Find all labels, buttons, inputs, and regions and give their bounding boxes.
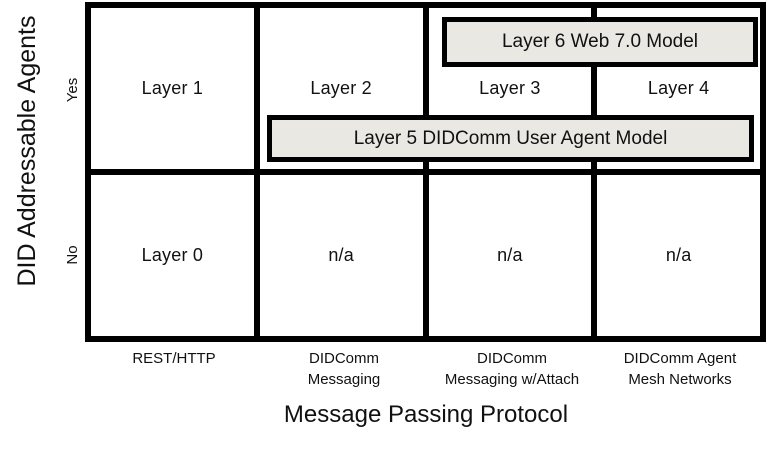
y-axis-title: DID Addressable Agents <box>13 15 41 287</box>
column-label-didcomm-messaging-attach: DIDComm Messaging w/Attach <box>422 348 602 390</box>
cell-na-mesh: n/a <box>597 175 760 336</box>
row-label-no: No <box>64 245 81 265</box>
row-label-yes: Yes <box>64 77 81 103</box>
cell-layer-1: Layer 1 <box>91 8 254 169</box>
column-label-line2: Mesh Networks <box>628 371 732 388</box>
cell-na-messaging: n/a <box>259 175 423 336</box>
column-label-line1: DIDComm <box>477 350 547 367</box>
cell-layer-0: Layer 0 <box>91 175 254 336</box>
overlay-banner-layer5-didcomm-user-agent-model: Layer 5 DIDComm User Agent Model <box>267 115 754 162</box>
x-axis-title: Message Passing Protocol <box>283 401 569 428</box>
column-label-line2: Messaging <box>307 371 381 388</box>
cell-na-attach: n/a <box>428 175 592 336</box>
column-label-line1: REST/HTTP <box>132 350 216 367</box>
column-label-didcomm-messaging: DIDComm Messaging <box>254 348 434 390</box>
column-label-line1: DIDComm <box>309 350 379 367</box>
column-label-didcomm-agent-mesh: DIDComm Agent Mesh Networks <box>590 348 767 390</box>
column-label-line1: DIDComm Agent <box>623 350 737 367</box>
overlay-banner-layer6-web7-model: Layer 6 Web 7.0 Model <box>442 17 758 67</box>
column-label-rest-http: REST/HTTP <box>84 348 264 369</box>
column-label-line2: Messaging w/Attach <box>444 371 580 388</box>
